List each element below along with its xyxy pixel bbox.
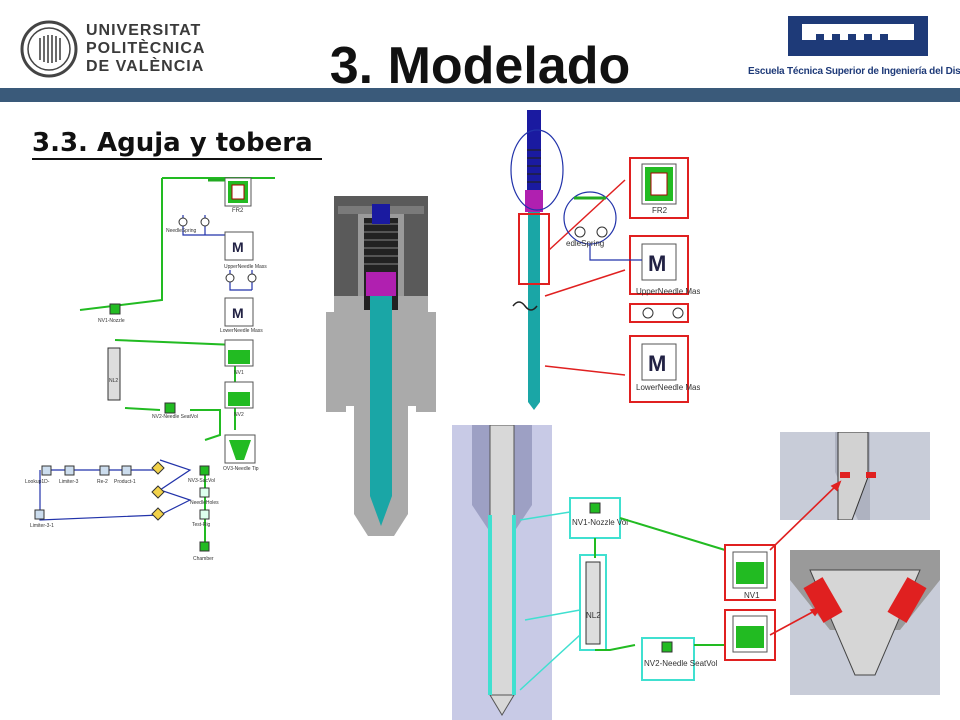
lower-needle-mass-block [224,297,254,327]
nv1-nozzle-vol-label: NV1-Nozzle Vol [572,518,628,527]
upper-needle-mass-label: UpperNeedle Mass [224,264,267,270]
lower-needle-mass-label-right: LowerNeedle Mass [636,383,700,392]
spring-icon [178,217,188,227]
nv1-label: NV1 [234,370,244,376]
svg-text:M: M [232,305,244,321]
injector-cross-section [326,196,436,536]
upv-crest-icon [20,20,78,78]
chamber-block [199,541,210,552]
nv2-label: NV2 [234,412,244,418]
signal-diamond-1 [151,461,165,475]
needle-holes-label: NeedleHoles [190,500,219,506]
mass-icon-right: M [648,251,666,276]
chamber-label: Chamber [193,556,214,562]
needle-holes-block [199,487,210,498]
nv2-needle-seatvol-label: NV2-Needle SeatVol [644,659,718,668]
needle-spring-label: NeedleSpring [166,228,197,234]
nozzle-tip-detail-image [790,550,940,695]
nl2-block [107,347,121,401]
re2-block [99,465,110,476]
svg-text:M: M [648,351,666,376]
left-schematic-diagram: FR2 NeedleSpring M UpperNeedle Mass M Lo… [25,177,275,562]
nv1-label-right: NV1 [744,591,760,600]
upv-logo-text: UNIVERSITAT POLITÈCNICA DE VALÈNCIA [86,22,206,75]
header-bar [0,88,960,102]
nl2-label-right: NL2 [586,611,601,620]
needle-model-top [510,110,626,410]
limiter31-label: Limiter-3-1 [30,523,54,529]
upper-needle-mass-label-right: UpperNeedle Mass [636,287,700,296]
signal-diamond-3 [151,507,165,521]
upper-needle-mass-block [224,231,254,261]
fr2-label: FR2 [232,208,244,214]
nv1-nozzle-label: NV1-Nozzle [98,318,125,324]
lower-needle-mass-label: LowerNeedle Mass [220,328,263,334]
spring-icon-right [574,226,586,238]
needle-body [370,296,392,496]
limiter31-block [34,509,45,520]
page-title: 3. Modelado [329,37,631,95]
signal-diamond-2 [151,485,165,499]
limiter3-label: Limiter-3 [59,479,79,485]
nv3-sacvol-block [199,465,210,476]
damper-icon [200,217,210,227]
re2-label: Re-2 [97,479,108,485]
subtitle-underline [32,158,322,160]
product1-label: Product-1 [114,479,136,485]
nl2-label: NL2 [109,378,118,384]
needle-seat-detail-image [780,432,930,520]
lookup1d-label: Lookup1D- [25,479,50,485]
upv-logo: UNIVERSITAT POLITÈCNICA DE VALÈNCIA [20,18,204,80]
product1-block [121,465,132,476]
mass-icon: M [232,239,244,255]
limiter3-block [64,465,75,476]
nv1-nozzle-block [109,303,121,315]
etsid-logo-text: Escuela Técnica Superior de Ingeniería d… [748,66,960,77]
damper-icon-right [596,226,608,238]
test-rig-label: Test-Rig [192,522,211,528]
break-mark-icon [512,301,538,311]
right-top-schematic: FR2 edleSpring M UpperNeedle Mass M Lowe… [563,157,700,403]
nozzle-cross-section [452,425,552,720]
lookup1d-block [41,465,52,476]
fr2-label-right: FR2 [652,206,668,215]
needle-spring-label-right: edleSpring [566,239,604,248]
right-bottom-schematic: NV1-Nozzle Vol NL2 NV2-Needle SeatVol NV… [519,497,776,691]
nv2-needle-seatvol-label: NV2-Needle SeatVol [152,414,198,420]
needle-shaft [528,212,540,402]
test-rig-block [199,509,210,520]
nv2-needle-seatvol-block [164,402,176,414]
ov3-needle-tip-label: OV3-Needle Tip [223,466,259,472]
etsid-logo: Escuela Técnica Superior de Ingeniería d… [748,16,960,84]
nv3-sacvol-label: NV3-SacVol [188,478,215,484]
section-subtitle: 3.3. Aguja y tobera [32,128,313,158]
etsid-emblem-icon [788,16,928,56]
